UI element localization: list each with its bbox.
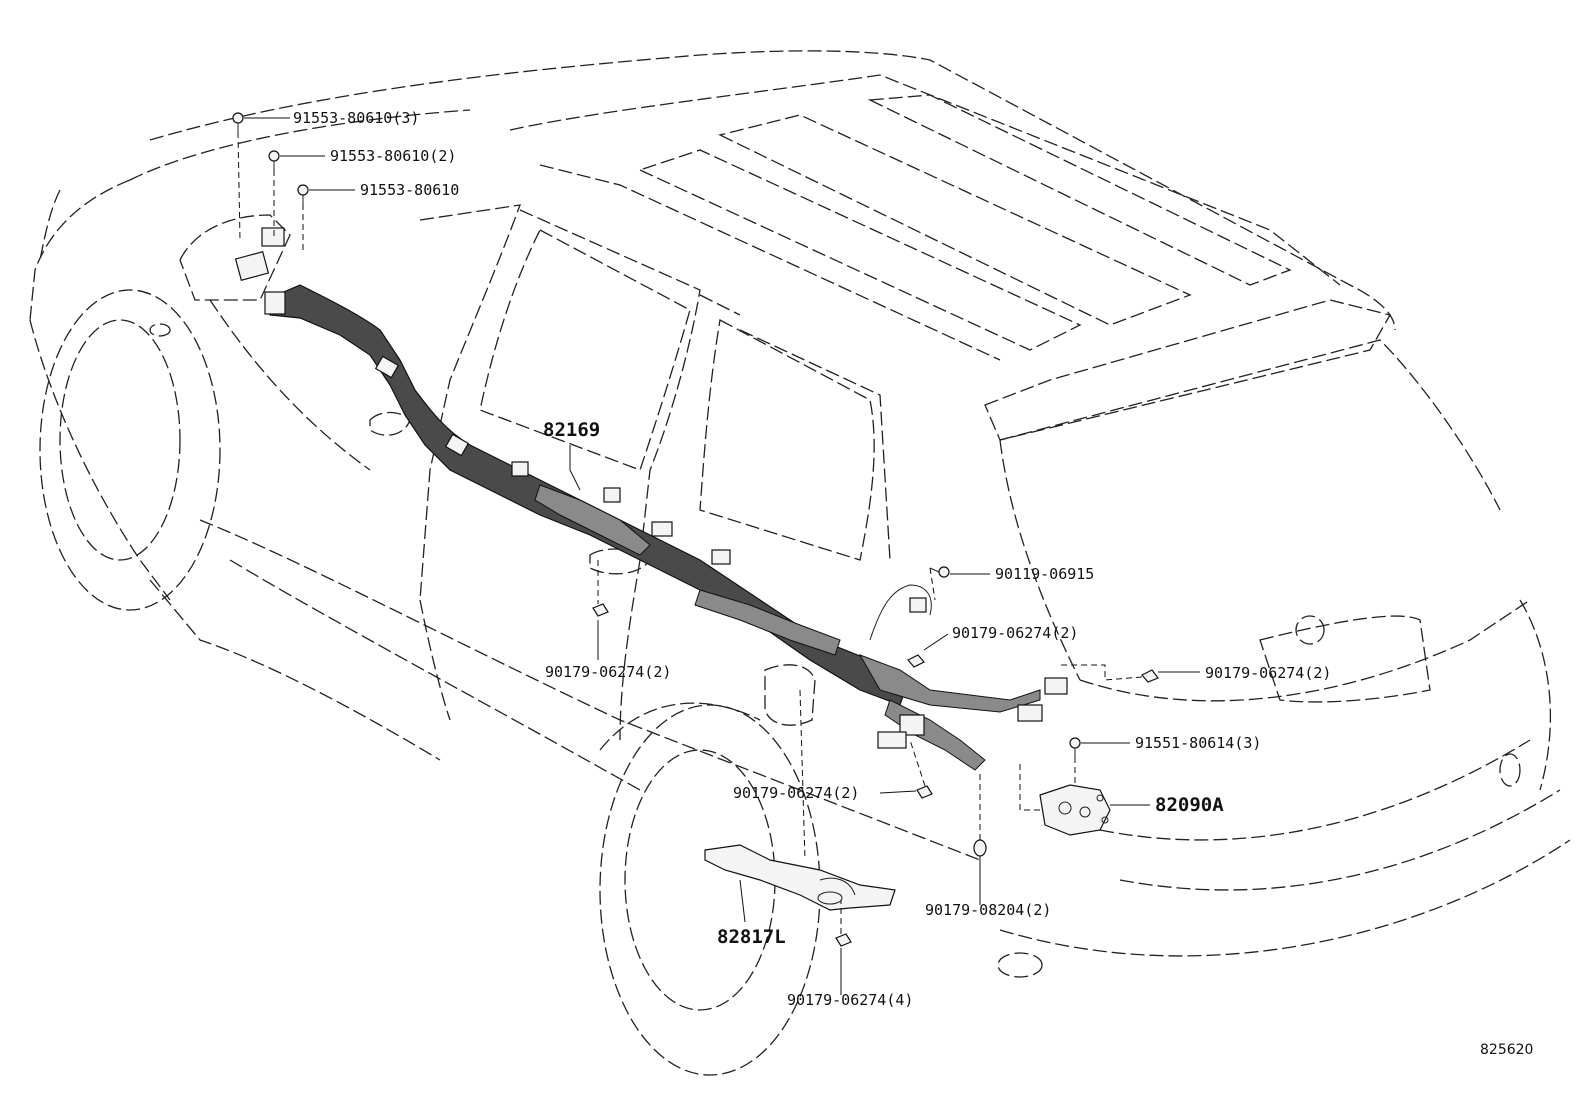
wire-harness-82169 bbox=[234, 227, 1068, 771]
callout-c14: 90179-06274(4) bbox=[787, 991, 913, 1009]
bolt-icon bbox=[929, 566, 950, 578]
figure-id: 825620 bbox=[1480, 1042, 1533, 1058]
callout-c10: 82090A bbox=[1155, 794, 1224, 816]
bolt-icon bbox=[232, 112, 244, 132]
clip-icon bbox=[592, 603, 609, 617]
bolt-icon bbox=[268, 150, 280, 170]
callout-c9: 91551-80614(3) bbox=[1135, 734, 1261, 752]
callout-c4: 82169 bbox=[543, 419, 600, 441]
callout-c7: 90179-06274(2) bbox=[545, 663, 671, 681]
callout-c11: 90179-06274(2) bbox=[733, 784, 859, 802]
callout-c6: 90179-06274(2) bbox=[952, 624, 1078, 642]
clip-icon bbox=[835, 933, 852, 947]
callout-c2: 91553-80610(2) bbox=[330, 147, 456, 165]
callout-labels: 91553-80610(3) 91553-80610(2) 91553-8061… bbox=[293, 109, 1331, 1009]
callout-c1: 91553-80610(3) bbox=[293, 109, 419, 127]
bracket-82817L bbox=[704, 844, 896, 911]
bolt-icon bbox=[297, 184, 309, 204]
callout-c5: 90119-06915 bbox=[995, 565, 1094, 583]
callout-c12: 90179-08204(2) bbox=[925, 901, 1051, 919]
clip-icon bbox=[907, 654, 925, 668]
clip-icon bbox=[916, 785, 933, 799]
leader-lines bbox=[237, 117, 1200, 995]
callout-c8: 90179-06274(2) bbox=[1205, 664, 1331, 682]
clip-icon bbox=[973, 839, 987, 857]
callout-c13: 82817L bbox=[717, 926, 786, 948]
bolt-icon bbox=[1069, 737, 1081, 757]
fasteners bbox=[232, 112, 1159, 947]
clip-icon bbox=[1141, 669, 1159, 683]
callout-c3: 91553-80610 bbox=[360, 181, 459, 199]
actuator-82090A bbox=[1039, 784, 1111, 836]
vehicle-outline bbox=[29, 50, 1571, 1076]
